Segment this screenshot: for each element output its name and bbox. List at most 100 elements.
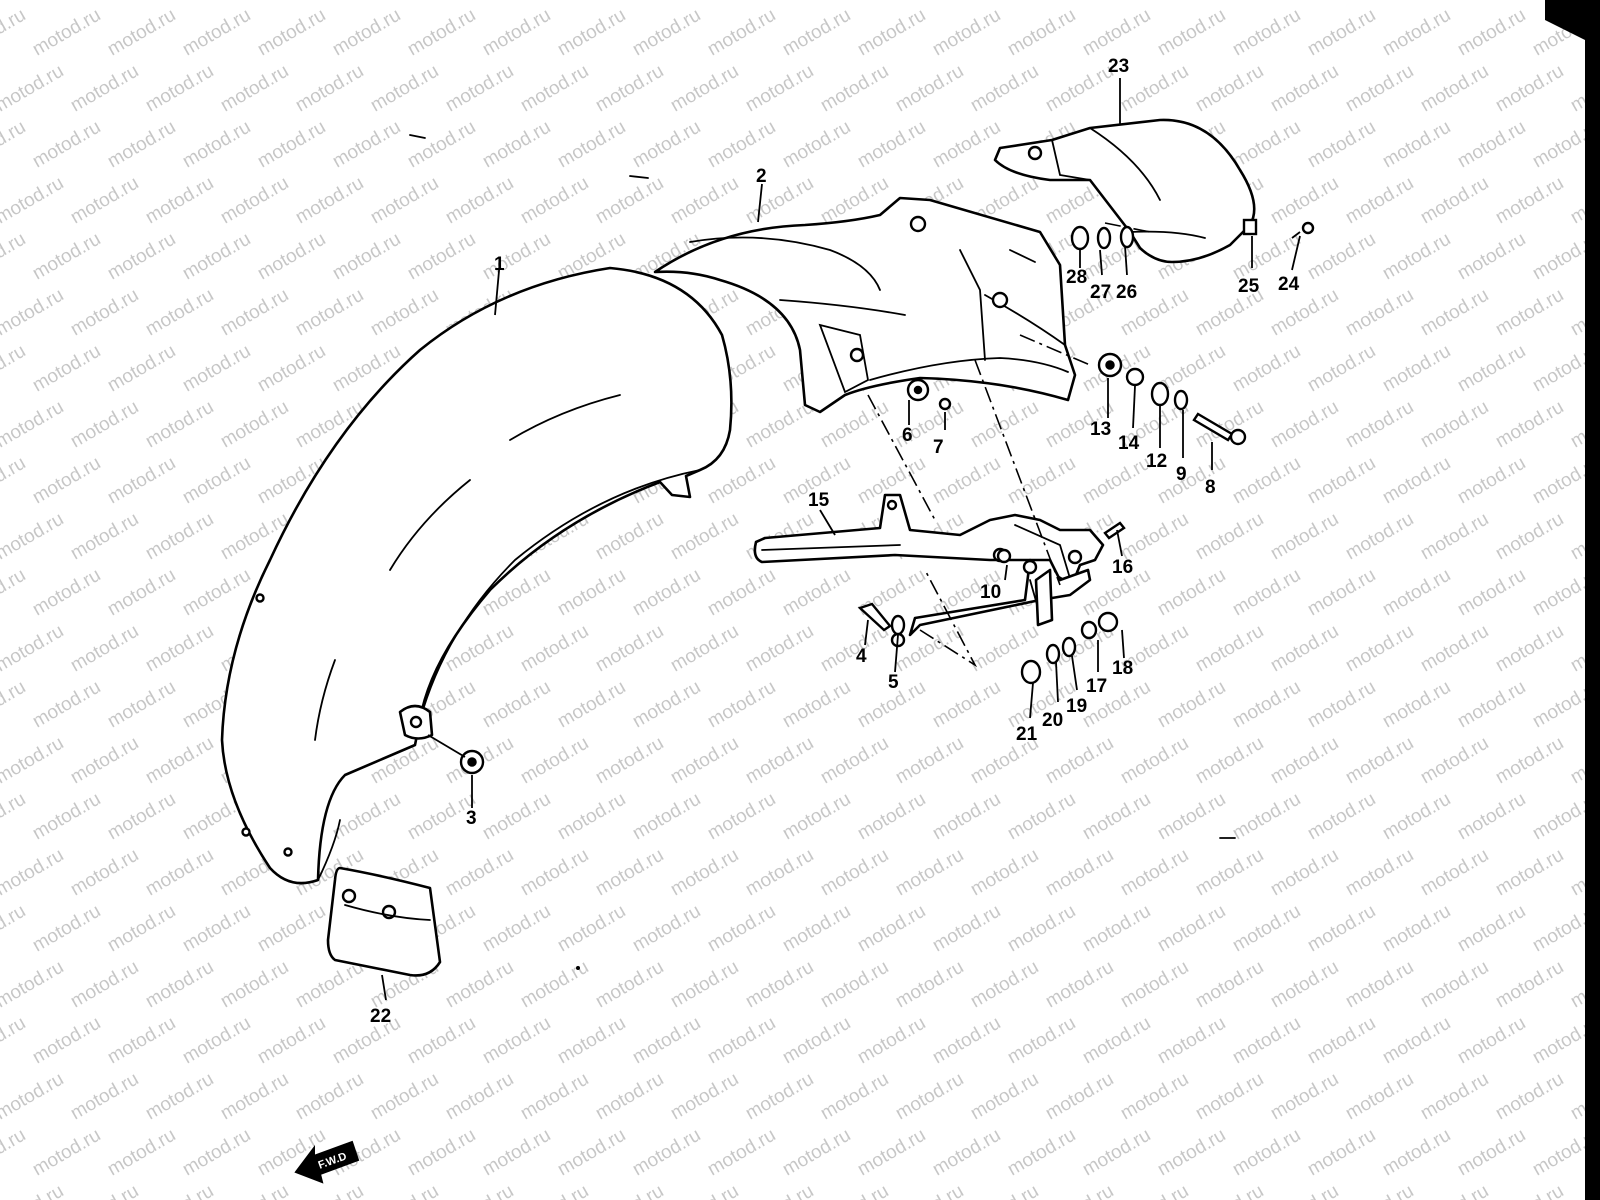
- watermark-text: motod.ru: [367, 1181, 442, 1200]
- watermark-text: motod.ru: [1154, 677, 1229, 733]
- watermark-text: motod.ru: [479, 1013, 554, 1069]
- watermark-text: motod.ru: [1192, 0, 1267, 4]
- watermark-text: motod.ru: [592, 957, 667, 1013]
- watermark-text: motod.ru: [1079, 1125, 1154, 1181]
- watermark-text: motod.ru: [67, 621, 142, 677]
- watermark-text: motod.ru: [179, 901, 254, 957]
- watermark-text: motod.ru: [142, 733, 217, 789]
- watermark-text: motod.ru: [817, 0, 892, 4]
- watermark-text: motod.ru: [67, 0, 142, 4]
- watermark-text: motod.ru: [0, 733, 67, 789]
- watermark-text: motod.ru: [1267, 397, 1342, 453]
- watermark-text: motod.ru: [1117, 733, 1192, 789]
- watermark-text: motod.ru: [292, 285, 367, 341]
- watermark-text: motod.ru: [1192, 1069, 1267, 1125]
- watermark-text: motod.ru: [479, 5, 554, 61]
- watermark-text: motod.ru: [1492, 509, 1567, 565]
- callout-2: 2: [756, 166, 767, 187]
- watermark-text: motod.ru: [742, 61, 817, 117]
- watermark-text: motod.ru: [592, 1181, 667, 1200]
- watermark-text: motod.ru: [142, 621, 217, 677]
- callout-4: 4: [856, 646, 867, 667]
- watermark-text: motod.ru: [817, 1181, 892, 1200]
- hardware: [427, 218, 1315, 775]
- watermark-text: motod.ru: [1304, 1125, 1379, 1181]
- watermark-text: motod.ru: [142, 509, 217, 565]
- watermark-text: motod.ru: [854, 5, 929, 61]
- watermark-text: motod.ru: [0, 565, 29, 621]
- watermark-text: motod.ru: [1492, 173, 1567, 229]
- watermark-text: motod.ru: [254, 1013, 329, 1069]
- watermark-text: motod.ru: [929, 677, 1004, 733]
- watermark-text: motod.ru: [667, 61, 742, 117]
- watermark-text: motod.ru: [0, 901, 29, 957]
- callout-leaders: [381, 78, 1301, 1001]
- watermark-text: motod.ru: [1417, 957, 1492, 1013]
- watermark-text: motod.ru: [967, 1181, 1042, 1200]
- watermark-text: motod.ru: [742, 845, 817, 901]
- watermark-text: motod.ru: [517, 845, 592, 901]
- watermark-text: motod.ru: [67, 61, 142, 117]
- watermark-text: motod.ru: [442, 61, 517, 117]
- watermark-text: motod.ru: [1042, 733, 1117, 789]
- watermark-text: motod.ru: [517, 1181, 592, 1200]
- watermark-text: motod.ru: [1192, 1181, 1267, 1200]
- watermark-text: motod.ru: [929, 901, 1004, 957]
- callout-19: 19: [1066, 696, 1087, 717]
- watermark-text: motod.ru: [1229, 565, 1304, 621]
- watermark-text: motod.ru: [479, 677, 554, 733]
- watermark-text: motod.ru: [179, 5, 254, 61]
- watermark-text: motod.ru: [1342, 1069, 1417, 1125]
- watermark-text: motod.ru: [779, 1125, 854, 1181]
- watermark-text: motod.ru: [1229, 117, 1304, 173]
- watermark-text: motod.ru: [1304, 5, 1379, 61]
- callout-21: 21: [1016, 724, 1038, 745]
- watermark-text: motod.ru: [667, 509, 742, 565]
- watermark-text: motod.ru: [667, 733, 742, 789]
- watermark-text: motod.ru: [254, 229, 329, 285]
- watermark-text: motod.ru: [179, 117, 254, 173]
- watermark-text: motod.ru: [29, 453, 104, 509]
- assembly-lines: [867, 222, 1151, 668]
- watermark-text: motod.ru: [0, 117, 29, 173]
- watermark-text: motod.ru: [1342, 0, 1417, 4]
- watermark-text: motod.ru: [104, 901, 179, 957]
- watermark-text: motod.ru: [29, 117, 104, 173]
- callout-labels: 1 2 3 4 5 6 7 8 9 10 12 13 14 15 16 17 1…: [370, 56, 1300, 1027]
- callout-16: 16: [1112, 557, 1133, 578]
- watermark-text: motod.ru: [1304, 901, 1379, 957]
- part-rear-fender: [220, 266, 733, 885]
- watermark-text: motod.ru: [1492, 61, 1567, 117]
- watermark-text: motod.ru: [142, 1181, 217, 1200]
- watermark-text: motod.ru: [1417, 61, 1492, 117]
- watermark-text: motod.ru: [1004, 901, 1079, 957]
- watermark-text: motod.ru: [667, 845, 742, 901]
- scan-marks: [409, 0, 1600, 1200]
- watermark-text: motod.ru: [0, 1125, 29, 1181]
- watermark-text: motod.ru: [367, 61, 442, 117]
- watermark-text: motod.ru: [667, 1069, 742, 1125]
- watermark-text: motod.ru: [1342, 509, 1417, 565]
- watermark-text: motod.ru: [67, 285, 142, 341]
- watermark-text: motod.ru: [1004, 5, 1079, 61]
- watermark-text: motod.ru: [1492, 285, 1567, 341]
- watermark-text: motod.ru: [554, 117, 629, 173]
- watermark-text: motod.ru: [404, 229, 479, 285]
- watermark-text: motod.ru: [592, 61, 667, 117]
- watermark-text: motod.ru: [667, 957, 742, 1013]
- watermark-text: motod.ru: [479, 229, 554, 285]
- watermark-text: motod.ru: [1229, 341, 1304, 397]
- watermark-text: motod.ru: [1379, 453, 1454, 509]
- watermark-text: motod.ru: [1042, 1181, 1117, 1200]
- watermark-text: motod.ru: [1492, 733, 1567, 789]
- watermark-text: motod.ru: [1454, 1125, 1529, 1181]
- part-rear-cover: [993, 118, 1256, 264]
- watermark-text: motod.ru: [1417, 173, 1492, 229]
- callout-1: 1: [494, 254, 505, 275]
- watermark-text: motod.ru: [1342, 397, 1417, 453]
- watermark-text: motod.ru: [1229, 1013, 1304, 1069]
- watermark-text: motod.ru: [104, 677, 179, 733]
- part-mud-flap: [326, 866, 442, 977]
- watermark-text: motod.ru: [779, 901, 854, 957]
- watermark-text: motod.ru: [292, 173, 367, 229]
